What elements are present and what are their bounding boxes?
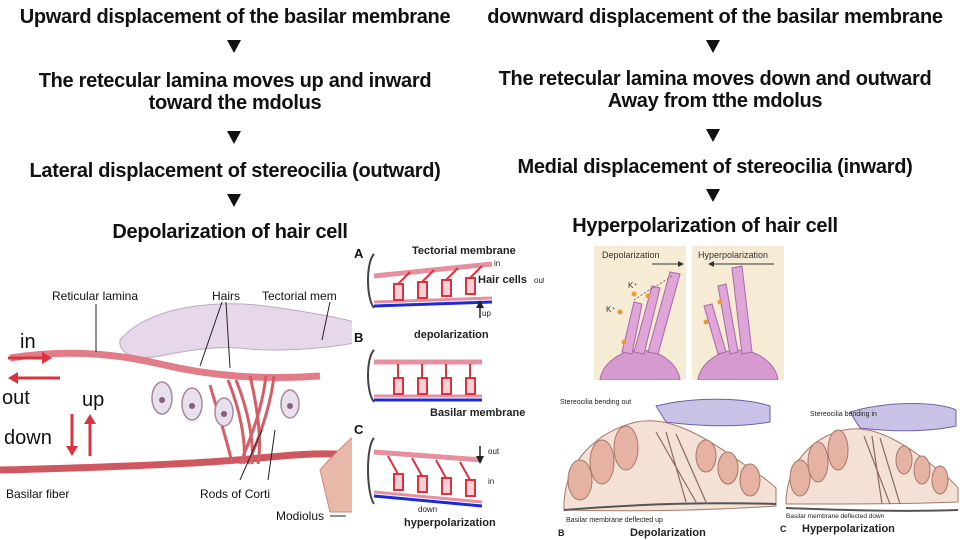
hyper-tectorial [849, 403, 957, 432]
in-c-label: in [488, 477, 494, 486]
right-arrow-3 [706, 189, 720, 202]
reticular-lamina [9, 349, 321, 381]
panel-c [367, 437, 484, 508]
k-ion-label-2: K⁺ [606, 305, 616, 314]
left-arrow-3 [227, 194, 241, 207]
left-step-2-line-1: The retecular lamina moves up and inward [38, 70, 432, 92]
basilar-fiber-label: Basilar fiber [6, 487, 69, 501]
up-label: up [82, 389, 104, 411]
in-arrow [8, 352, 52, 364]
abc-diagram: A B C Tectorial membrane in Hair cells o… [352, 242, 544, 540]
stereocilia-panel: Depolarization Hyperpolarization K⁺ K⁺ [594, 246, 784, 380]
right-arrow-1 [706, 40, 720, 53]
left-step-1: Upward displacement of the basilar membr… [19, 6, 451, 28]
left-step-2: The retecular lamina moves up and inward… [0, 70, 470, 114]
hyper-letter: C [780, 524, 787, 534]
hyper-title: Hyperpolarization [802, 523, 895, 535]
left-arrow-2 [227, 131, 241, 144]
up-label-a: up [482, 309, 491, 318]
in-top-label: in [494, 259, 500, 268]
tectorial-membrane-label: Tectorial membrane [412, 245, 516, 257]
depolarization-label: depolarization [414, 329, 489, 341]
tectorial-membrane [119, 303, 360, 358]
hyperpolarization-title: Hyperpolarization [698, 250, 768, 260]
in-label: in [20, 331, 36, 353]
panel-b [367, 349, 482, 403]
right-step-2-line-1: The retecular lamina moves down and outw… [498, 68, 932, 90]
label-b: B [354, 330, 363, 345]
right-step-2-line-2: Away from tthe mdolus [607, 90, 823, 112]
right-step-4: Hyperpolarization of hair cell [572, 215, 838, 237]
hyper-caption: Stereocilia bending in [810, 411, 877, 418]
hyperpolarization-label: hyperpolarization [404, 517, 496, 529]
label-c: C [354, 422, 364, 437]
hair-cells-label: Hair cells [478, 274, 527, 286]
left-step-3: Lateral displacement of stereocilia (out… [29, 160, 441, 182]
depol-bottom-label: Basilar membrane deflected up [566, 517, 663, 524]
down-label-c: down [418, 505, 437, 514]
panel-a [367, 253, 493, 318]
out-top-label: out [534, 276, 544, 285]
hyper-cells [789, 429, 949, 497]
modiolus-shape [319, 429, 360, 513]
reticular-lamina-label: Reticular lamina [52, 289, 138, 303]
depol-letter: B [558, 528, 565, 538]
left-step-4: Depolarization of hair cell [112, 221, 348, 243]
left-arrow-1 [227, 40, 241, 53]
depol-title: Depolarization [630, 527, 706, 539]
modiolus-label: Modiolus [276, 509, 324, 523]
depol-tectorial [655, 398, 771, 427]
rods-of-corti [208, 375, 276, 465]
tectorial-label: Tectorial mem [262, 289, 337, 303]
cross-section-depol: Stereocilia bending out Basilar membrane… [558, 398, 777, 539]
hair-cells [151, 381, 300, 427]
hyper-stereocilia [703, 265, 753, 355]
left-step-2-line-2: toward the mdolus [148, 92, 322, 114]
basilar-membrane-label: Basilar membrane [430, 407, 525, 419]
down-label: down [4, 427, 52, 449]
out-c-label: out [488, 447, 500, 456]
k-ion-label-1: K⁺ [628, 281, 638, 290]
depol-caption: Stereocilia bending out [560, 399, 631, 406]
down-arrow [66, 414, 78, 456]
right-arrow-2 [706, 129, 720, 142]
hyper-bottom-label: Basilar membrane deflected down [786, 513, 885, 520]
up-arrow [84, 414, 96, 456]
right-step-2: The retecular lamina moves down and outw… [470, 68, 960, 112]
rods-of-corti-label: Rods of Corti [200, 487, 270, 501]
cross-section-hyper: Stereocilia bending in Basilar membrane … [780, 403, 959, 535]
out-arrow [8, 372, 60, 384]
depolarization-title: Depolarization [602, 250, 660, 260]
hairs-label: Hairs [212, 289, 240, 303]
basilar-fiber [0, 450, 360, 474]
right-step-3: Medial displacement of stereocilia (inwa… [517, 156, 913, 178]
label-a: A [354, 246, 364, 261]
right-step-1: downward displacement of the basilar mem… [487, 6, 943, 28]
depol-stereocilia [621, 271, 681, 355]
depol-cells [567, 425, 761, 501]
corti-diagram: Reticular lamina Hairs Tectorial mem in … [0, 289, 360, 523]
out-label: out [2, 387, 30, 409]
